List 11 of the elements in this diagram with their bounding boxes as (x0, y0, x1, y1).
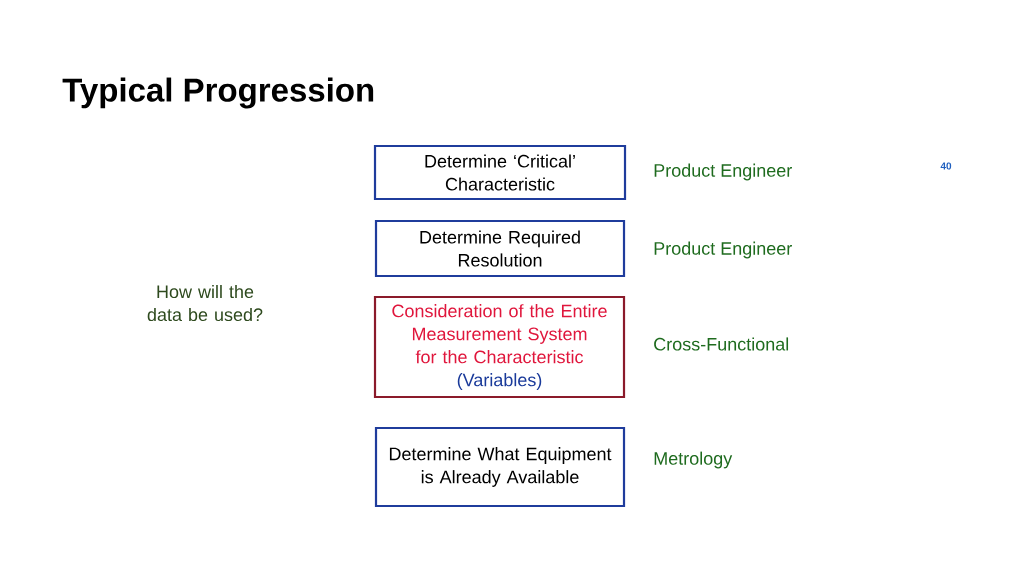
role-label: Product Engineer (654, 241, 792, 259)
process-box: Consideration of the Entire Measurement System for the Characteristic (Variables) (373, 295, 626, 399)
role-label: Metrology (654, 451, 733, 469)
slide-title: Typical Progression (62, 77, 374, 109)
process-box: Determine ‘Critical’ Characteristic (373, 144, 627, 201)
page-number: 40 (940, 162, 952, 170)
question-text: How will the data be used? (147, 284, 263, 322)
role-label: Product Engineer (654, 163, 792, 181)
process-box: Determine Required Resolution (374, 219, 626, 278)
role-label: Cross-Functional (654, 337, 789, 351)
process-box: Determine What Equipment is Already Available (374, 426, 626, 508)
